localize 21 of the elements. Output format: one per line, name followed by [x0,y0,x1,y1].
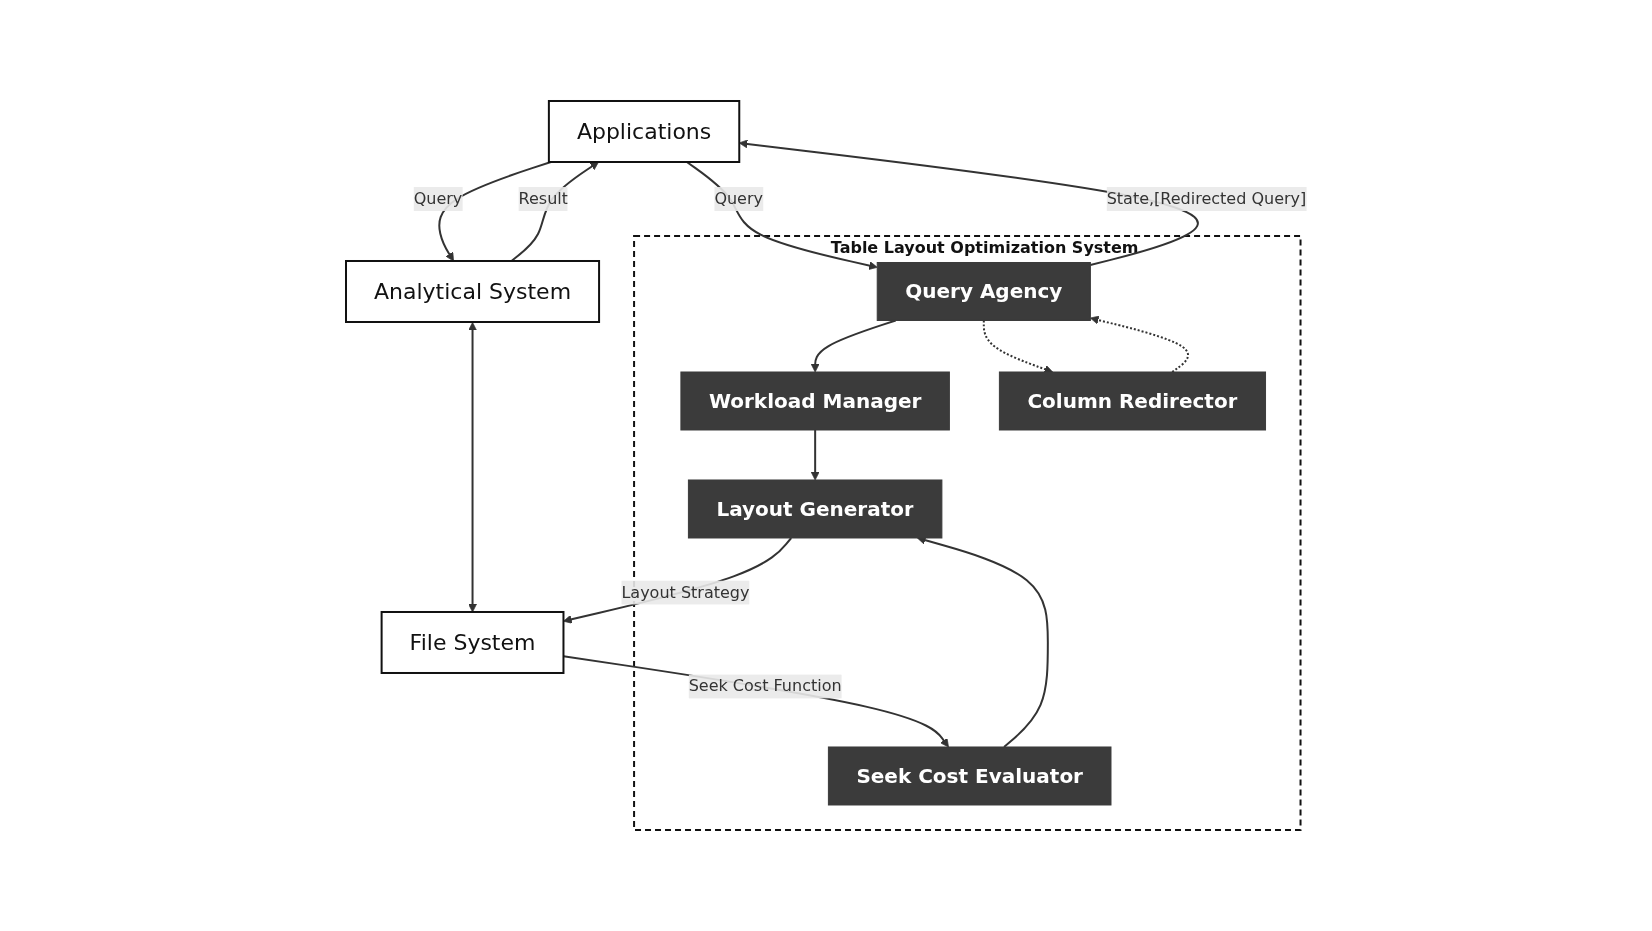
edge-label: Seek Cost Function [688,676,842,696]
edge-label: Query [413,189,463,208]
node-box: Layout Generator [687,479,943,539]
edge-label: Query [714,189,763,208]
edge-label: Result [518,189,568,208]
arrow [810,429,820,481]
edge-label: State,[Redirected Query] [1106,189,1307,208]
edge-label: Layout Strategy [621,582,750,602]
node-box: File System [380,611,565,674]
arrow [1089,315,1189,373]
arrow [468,322,477,613]
arrow [510,161,599,262]
node-box: Query Agency [876,262,1091,321]
node-box: Workload Manager [680,371,950,431]
arrow [685,161,878,270]
arrow [438,161,552,262]
node-box: Analytical System [344,260,600,323]
node-box: Column Redirector [998,371,1266,431]
node-box: Applications [547,100,741,163]
node-box: Seek Cost Evaluator [827,746,1112,806]
arrow [810,319,897,373]
